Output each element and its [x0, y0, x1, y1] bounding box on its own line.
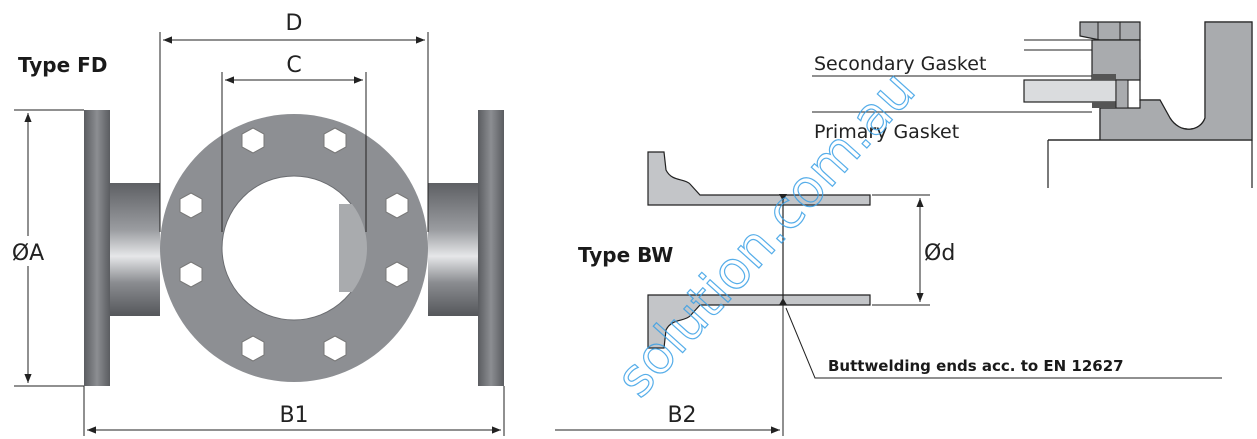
bolt-head [241, 335, 265, 362]
left-flange [84, 110, 110, 386]
dim-small-d-label: Ød [924, 241, 955, 266]
sight-glass-disc [1023, 79, 1117, 103]
secondary-gasket [1092, 74, 1116, 80]
bolt-head [179, 261, 203, 288]
bolt-head [385, 192, 409, 219]
secondary-gasket-label: Secondary Gasket [814, 53, 986, 75]
glass-segment [339, 204, 368, 292]
clamp-block [1091, 39, 1141, 81]
dim-a-label: ØA [12, 241, 44, 266]
lower-weld-end [647, 294, 871, 349]
dim-d-label: D [286, 11, 303, 36]
buttwelding-leader [785, 307, 1222, 379]
bolt-head [241, 127, 265, 154]
type-fd-label: Type FD [18, 53, 107, 77]
right-flange [478, 110, 504, 386]
upper-weld-end [647, 151, 871, 206]
sight-glass-window [222, 176, 366, 320]
bolt-heads [179, 127, 409, 362]
bolt-head [179, 192, 203, 219]
bolt-head [323, 127, 347, 154]
type-bw-label: Type BW [578, 243, 673, 267]
left-pipe [110, 183, 160, 316]
gasket-detail-drawing [812, 21, 1253, 188]
gasket-housing [1048, 21, 1253, 141]
buttwelding-label: Buttwelding ends acc. to EN 12627 [828, 357, 1124, 375]
hex-nut [1079, 21, 1141, 41]
right-pipe [428, 183, 478, 316]
dim-b1-label: B1 [279, 403, 308, 428]
dim-b2-label: B2 [667, 403, 696, 428]
dim-c-label: C [286, 53, 301, 78]
type-bw-drawing [555, 151, 1222, 436]
primary-gasket [1092, 102, 1116, 108]
bolt-head [385, 261, 409, 288]
primary-gasket-label: Primary Gasket [814, 121, 959, 143]
type-fd-drawing [14, 32, 505, 436]
bolt-head [323, 335, 347, 362]
